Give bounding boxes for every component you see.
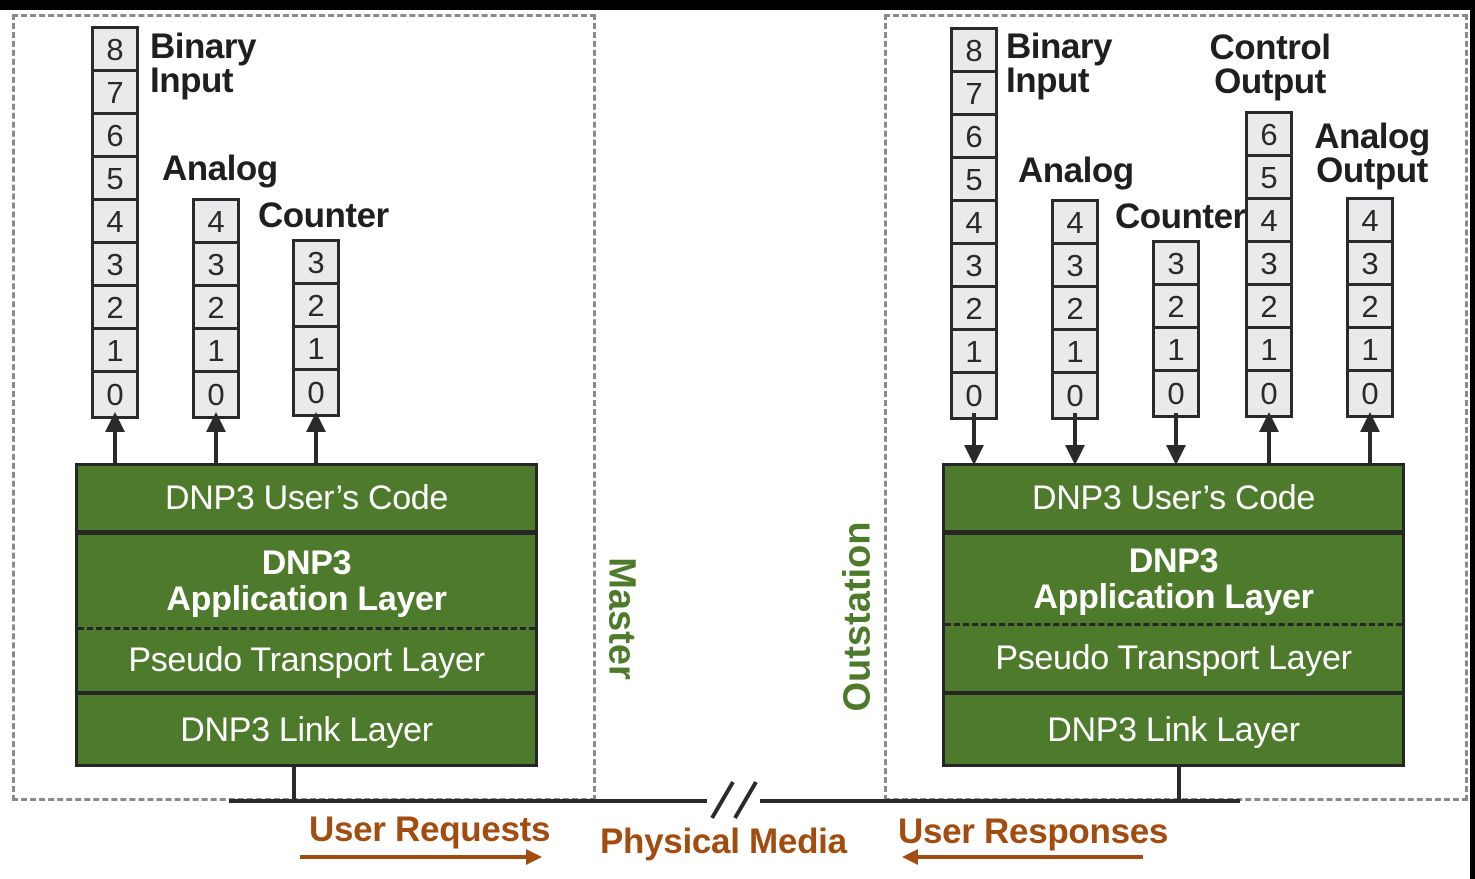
register-cell: 2 — [195, 287, 237, 330]
register-cell: 0 — [307, 375, 325, 410]
register-cell: 4 — [1054, 202, 1096, 245]
master-counter-label: Counter — [258, 196, 389, 235]
register-cell: 2 — [295, 285, 337, 328]
register-cell: 2 — [953, 288, 995, 331]
register-cell: 4 — [195, 201, 237, 244]
register-cell: 2 — [1248, 286, 1290, 329]
register-cell: 0 — [1361, 376, 1379, 411]
register-cell: 0 — [207, 377, 225, 412]
user-requests-label: User Requests — [309, 810, 551, 849]
register-cell: 6 — [1248, 114, 1290, 157]
physical-media-break-mark — [733, 780, 758, 820]
register-cell: 4 — [1349, 200, 1391, 243]
outstation-app-layer-line1: DNP3 — [1128, 542, 1219, 580]
master-separator — [78, 691, 535, 695]
register-cell: 5 — [1248, 157, 1290, 200]
register-cell: 3 — [953, 245, 995, 288]
register-cell: 1 — [295, 328, 337, 371]
outstation-separator — [945, 530, 1402, 535]
outstation-analog-output-label: Analog Output — [1314, 117, 1430, 190]
master-protocol-stack: DNP3 User’s Code DNP3 Application Layer … — [75, 463, 538, 767]
register-cell: 1 — [94, 330, 136, 373]
outstation-counter-label: Counter — [1115, 197, 1246, 236]
register-cell: 2 — [1155, 286, 1197, 329]
physical-media-break-mark — [710, 780, 735, 820]
register-cell: 6 — [953, 116, 995, 159]
outstation-separator — [945, 691, 1402, 695]
register-cell: 0 — [1167, 376, 1185, 411]
right-border — [1470, 0, 1475, 879]
master-transport-layer: Pseudo Transport Layer — [128, 640, 485, 679]
outstation-protocol-stack: DNP3 User’s Code DNP3 Application Layer … — [942, 463, 1405, 767]
register-cell: 5 — [953, 159, 995, 202]
register-cell: 5 — [94, 158, 136, 201]
register-cell: 2 — [1349, 286, 1391, 329]
register-cell: 4 — [953, 202, 995, 245]
register-cell: 3 — [1349, 243, 1391, 286]
register-cell: 3 — [195, 244, 237, 287]
physical-media-label: Physical Media — [600, 822, 847, 861]
register-cell: 8 — [94, 29, 136, 72]
register-cell: 1 — [953, 331, 995, 374]
outstation-binary-input-label: Binary Input — [1006, 27, 1112, 100]
master-binary-input-label: Binary Input — [150, 27, 256, 100]
register-cell: 1 — [1054, 331, 1096, 374]
outstation-link-layer: DNP3 Link Layer — [1047, 710, 1300, 749]
outstation-control-output-label: Control Output — [1209, 28, 1331, 101]
register-cell: 0 — [106, 377, 124, 412]
outstation-application-layer: DNP3 Application Layer — [945, 535, 1402, 623]
outstation-analog-label: Analog — [1018, 151, 1134, 190]
register-cell: 3 — [1155, 243, 1197, 286]
register-cell: 8 — [953, 30, 995, 73]
register-cell: 4 — [94, 201, 136, 244]
register-cell: 7 — [94, 72, 136, 115]
register-cell: 1 — [1248, 329, 1290, 372]
register-cell: 0 — [1066, 378, 1084, 413]
register-cell: 2 — [1054, 288, 1096, 331]
top-border — [0, 0, 1475, 10]
register-cell: 6 — [94, 115, 136, 158]
register-cell: 2 — [94, 287, 136, 330]
user-responses-label: User Responses — [898, 812, 1169, 851]
register-cell: 1 — [1349, 329, 1391, 372]
master-link-layer: DNP3 Link Layer — [180, 710, 433, 749]
master-dashed-separator — [78, 627, 535, 630]
register-cell: 1 — [195, 330, 237, 373]
register-cell: 3 — [94, 244, 136, 287]
register-cell: 0 — [965, 378, 983, 413]
master-app-layer-line1: DNP3 — [261, 544, 352, 582]
master-user-code-layer: DNP3 User’s Code — [164, 478, 449, 517]
register-cell: 3 — [1248, 243, 1290, 286]
register-cell: 0 — [1260, 376, 1278, 411]
register-cell: 3 — [1054, 245, 1096, 288]
master-analog-label: Analog — [162, 149, 278, 188]
master-application-layer: DNP3 Application Layer — [78, 535, 535, 627]
outstation-user-code-layer: DNP3 User’s Code — [1031, 478, 1316, 517]
register-cell: 1 — [1155, 329, 1197, 372]
master-app-layer-line2: Application Layer — [166, 580, 447, 618]
register-cell: 7 — [953, 73, 995, 116]
outstation-dashed-separator — [945, 623, 1402, 626]
outstation-transport-layer: Pseudo Transport Layer — [995, 638, 1352, 677]
register-cell: 4 — [1248, 200, 1290, 243]
master-separator — [78, 530, 535, 535]
register-cell: 3 — [295, 242, 337, 285]
outstation-app-layer-line2: Application Layer — [1033, 578, 1314, 616]
